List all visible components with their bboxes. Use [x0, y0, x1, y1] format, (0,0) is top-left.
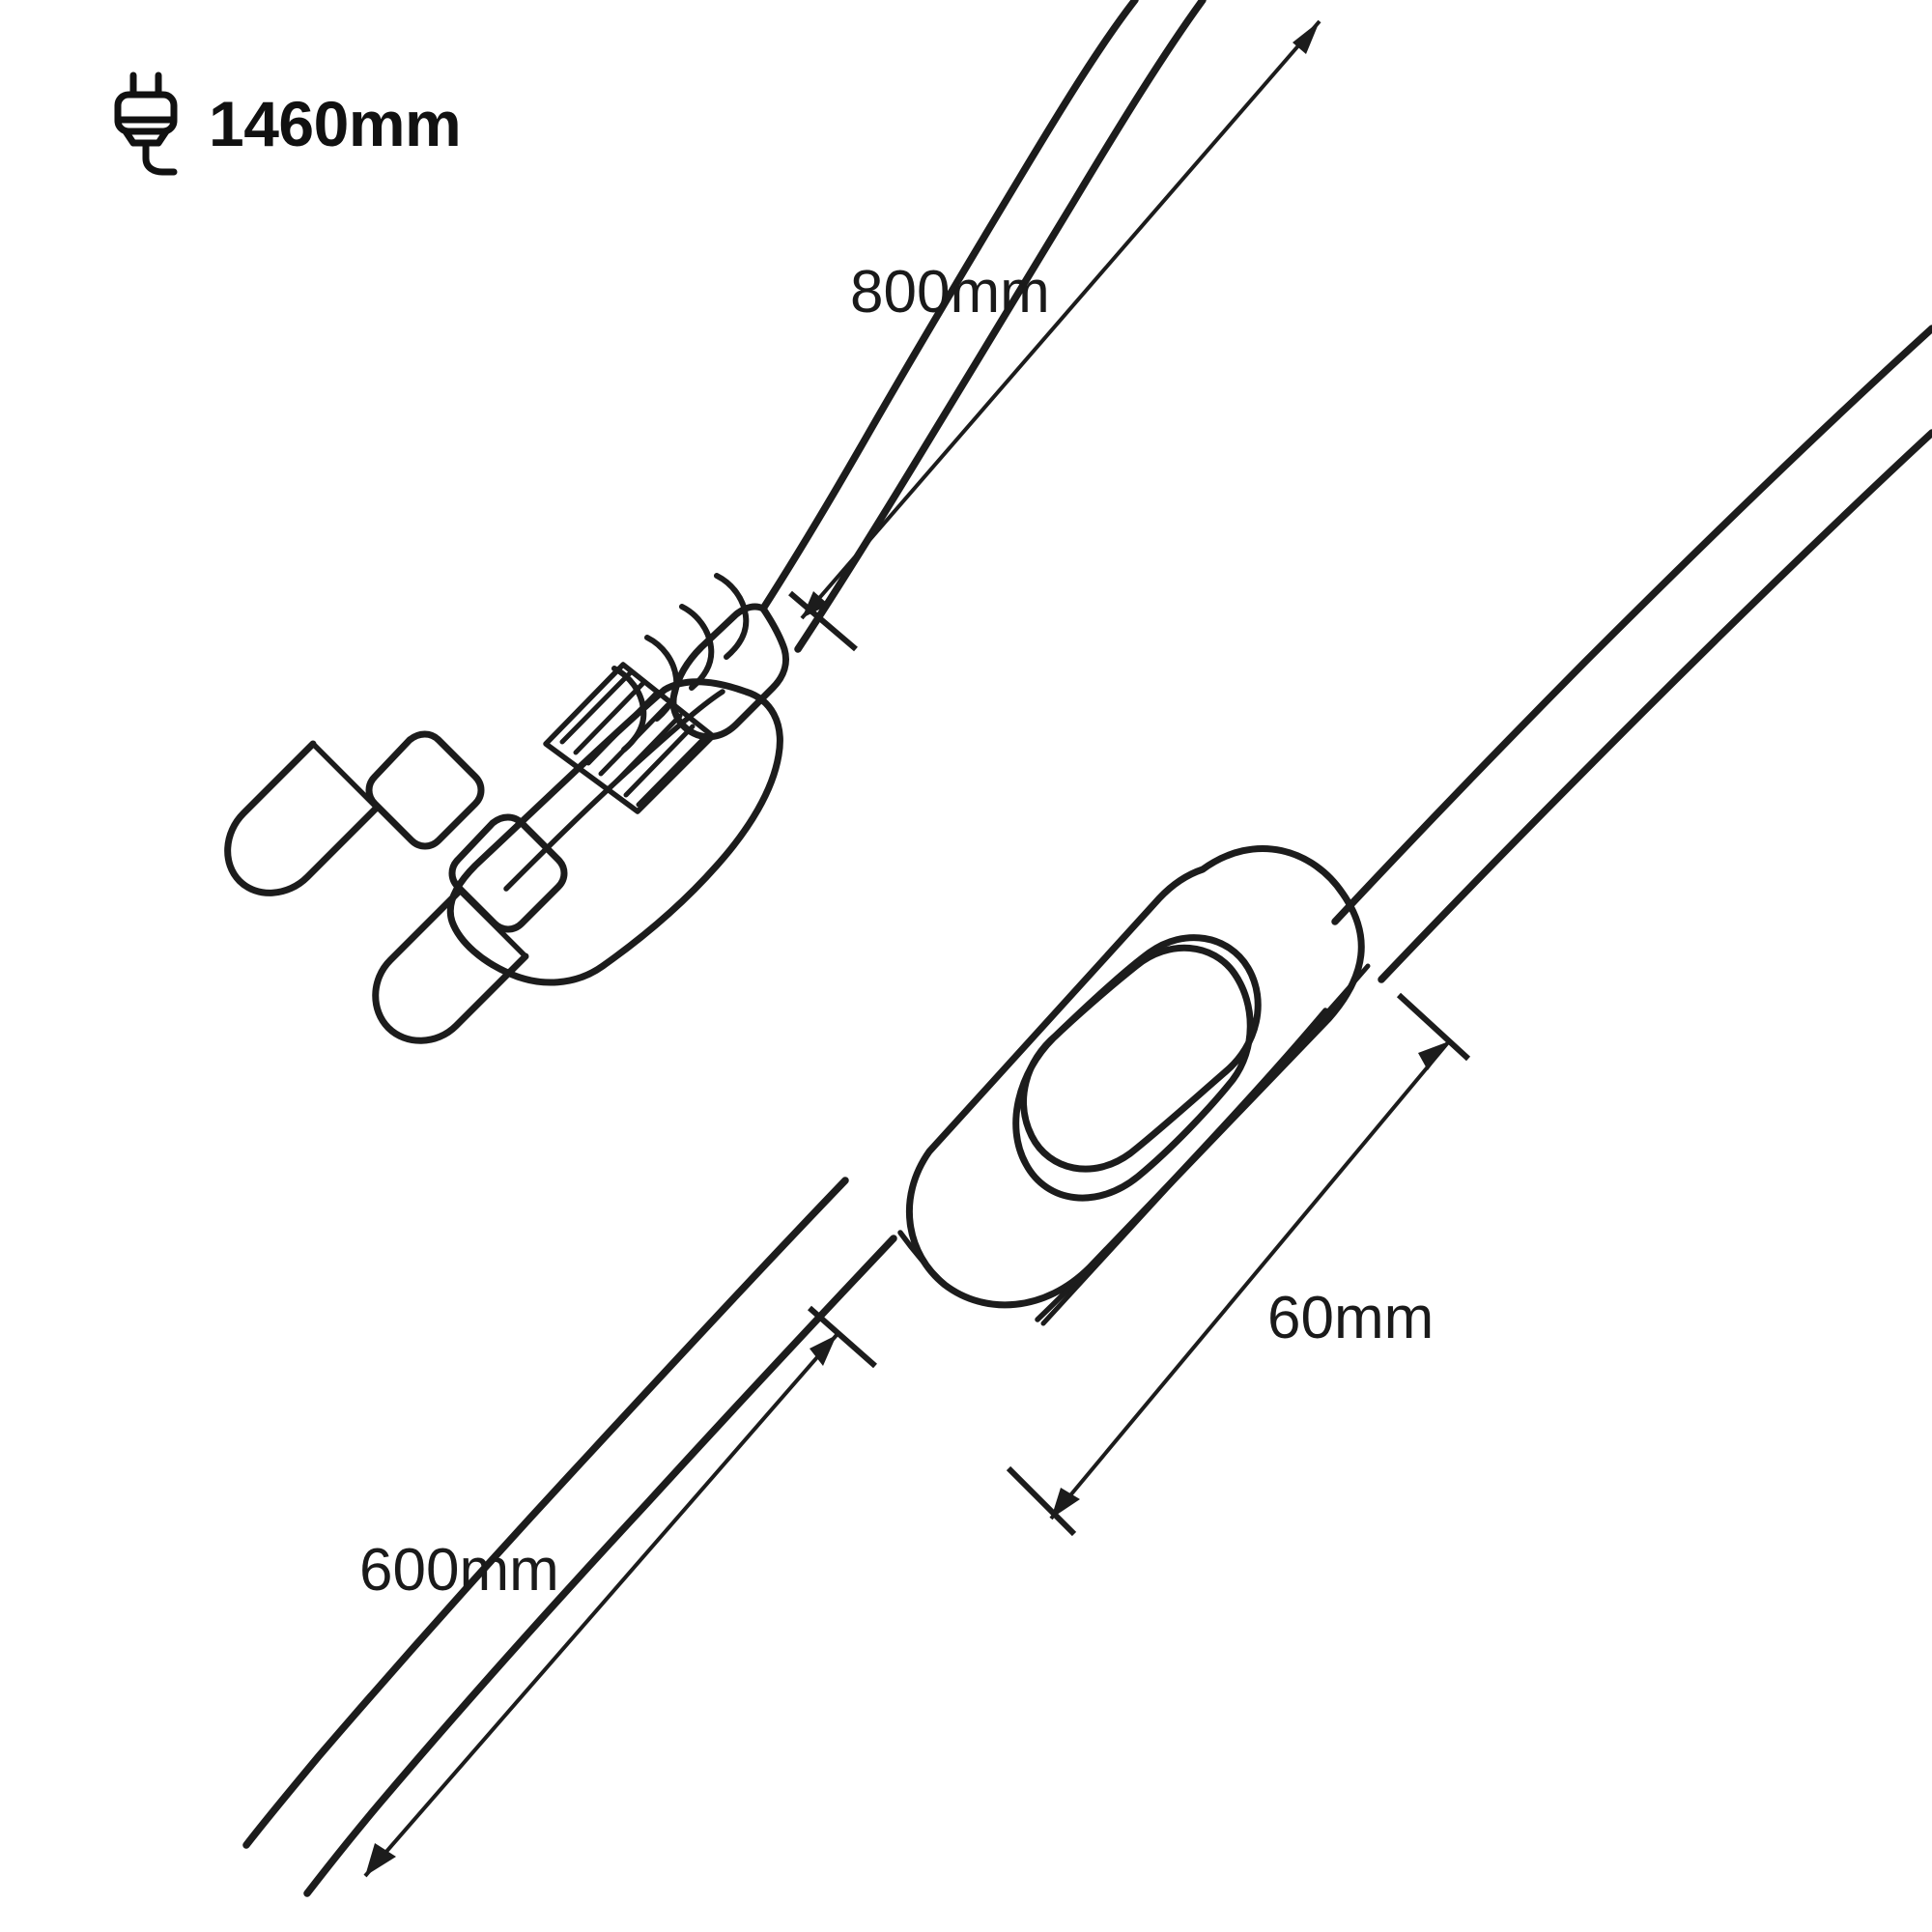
rocker-button[interactable] — [1012, 934, 1262, 1202]
total-length-label: 1460mm — [209, 88, 462, 159]
dimension-label-600mm: 600mm — [359, 1537, 559, 1604]
dimension-line-800mm — [788, 19, 1321, 652]
power-plug-icon — [114, 71, 178, 176]
dimension-line-600mm — [363, 1305, 877, 1878]
plug-pin-lower — [372, 813, 568, 1044]
inline-rocker-switch[interactable] — [897, 845, 1371, 1326]
switch-upper-cable — [1331, 325, 1932, 983]
upper-cable — [759, 0, 1207, 653]
plug-grip-panel — [543, 662, 716, 814]
grip-hatch-lines — [559, 670, 708, 808]
total-length-callout: 1460mm — [104, 70, 462, 178]
plug-pin-upper — [224, 730, 485, 896]
dimension-line-60mm — [1006, 992, 1471, 1537]
dimension-label-60mm: 60mm — [1267, 1285, 1435, 1351]
lower-cable — [242, 1177, 897, 1897]
euro-plug — [224, 573, 789, 1044]
dimension-label-800mm: 800mm — [850, 259, 1050, 326]
